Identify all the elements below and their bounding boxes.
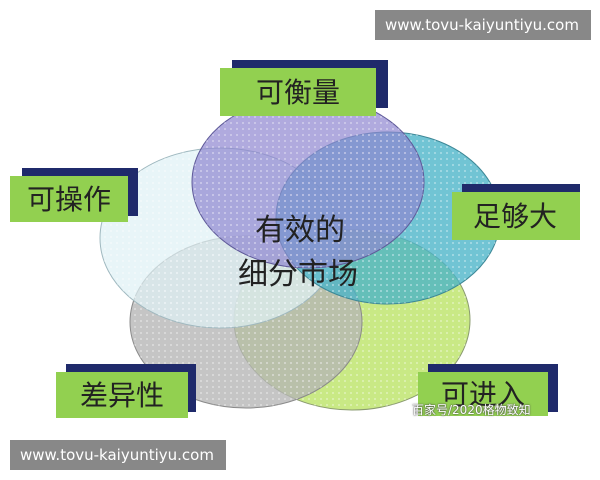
label-different: 差异性	[56, 364, 196, 418]
center-text-line2: 细分市场	[238, 257, 358, 292]
label-large: 足够大	[452, 184, 580, 240]
label-operable: 可操作	[10, 168, 138, 222]
circle-measurable	[191, 95, 425, 269]
label-different-text: 差异性	[80, 379, 164, 412]
label-accessible-text: 可进入	[441, 378, 525, 411]
credit-text: 百家号/2020格物致知	[412, 403, 531, 417]
center-text-line1: 有效的	[255, 213, 345, 248]
watermark-top: www.tovu-kaiyuntiyu.com	[375, 10, 591, 40]
label-measurable-text: 可衡量	[256, 76, 340, 109]
label-accessible: 可进入	[418, 364, 558, 416]
label-measurable: 可衡量	[220, 60, 388, 116]
watermark-bottom: www.tovu-kaiyuntiyu.com	[10, 440, 226, 470]
label-large-text: 足够大	[473, 200, 557, 233]
label-operable-text: 可操作	[27, 183, 111, 216]
